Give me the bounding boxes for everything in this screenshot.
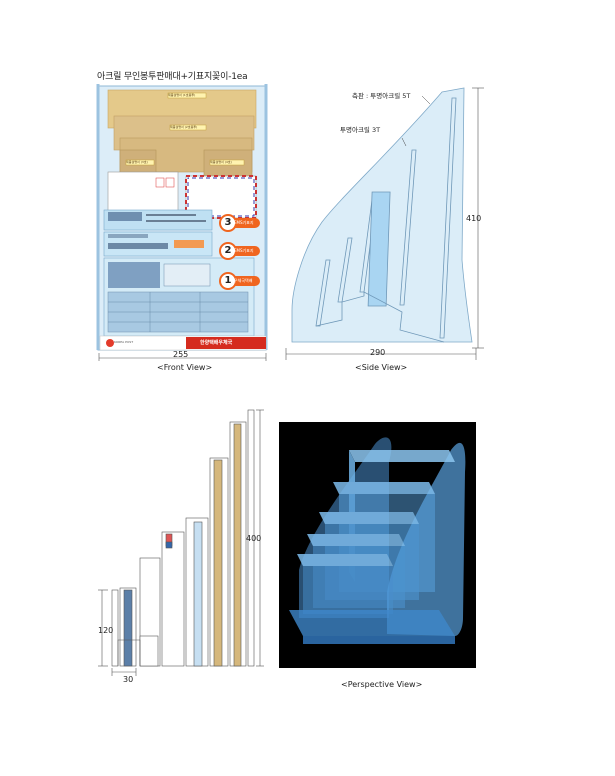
korea-post-logo-icon (106, 339, 114, 347)
side-annotation-front: 투명아크릴 3T (340, 126, 381, 134)
perspective-view-render (279, 422, 476, 668)
section-col-1-insert (123, 589, 133, 667)
section-col-6-insert (233, 423, 242, 667)
pocket-label-3: 제품설명서 (3호) (126, 160, 148, 164)
badge-number-1: 1 (224, 275, 232, 286)
pocket-label-2: 제품설명서 (2호봉투) (170, 125, 198, 129)
section-col-7 (247, 409, 255, 667)
badge-tag-1: 우체국택배 (234, 278, 253, 283)
side-blue-insert (367, 191, 391, 307)
badge-number-3: 3 (224, 217, 232, 228)
front-width-label: 255 (173, 350, 189, 359)
section-view-drawing (98, 409, 264, 676)
badge-2 (219, 242, 260, 260)
section-col-5-insert (213, 459, 223, 667)
section-width-label: 30 (123, 675, 134, 684)
footer-logo-text: KOREA POST (114, 340, 134, 344)
pocket-label-4: 제품설명서 (4호) (210, 160, 232, 164)
perspective-shelf-5 (297, 554, 393, 566)
pocket-tag-2 (169, 124, 207, 131)
badge-tag-3: EMS기표지 (234, 220, 254, 225)
badge-3 (219, 214, 260, 232)
side-shelf-2 (337, 237, 353, 303)
perspective-shelf-2 (333, 482, 435, 494)
badge-tag-2: EMS기표지 (234, 248, 254, 253)
page-title: 아크릴 무인봉투판매대+기표지꽂이-1ea (97, 72, 248, 82)
section-col-3 (161, 531, 185, 667)
side-base-steps (315, 291, 445, 343)
footer-red-band (186, 337, 266, 349)
leader-line-side (421, 95, 431, 105)
side-width-label: 290 (370, 348, 386, 357)
front-view-caption: <Front View> (157, 363, 213, 372)
side-view-caption: <Side View> (355, 363, 408, 372)
perspective-base (289, 610, 455, 636)
front-view-drawing (96, 84, 268, 361)
leader-line-front (401, 137, 407, 147)
side-shelf-5 (439, 97, 457, 339)
perspective-view-caption: <Perspective View> (341, 680, 423, 689)
white-envelope (107, 171, 179, 217)
pocket-tag-4 (209, 159, 245, 166)
section-height-label: 400 (246, 534, 262, 543)
section-col-4-insert (193, 521, 203, 667)
perspective-shelf-4 (307, 534, 405, 546)
side-shelf-1 (315, 259, 331, 327)
badge-number-2: 2 (224, 245, 232, 256)
pocket-label-1: 제품설명서 (1호봉투) (168, 93, 196, 97)
section-small-height-label: 120 (98, 626, 114, 635)
side-annotation-panel: 측판 : 투명아크릴 5T (352, 92, 411, 100)
side-view-drawing (285, 87, 484, 360)
badge-1 (219, 272, 260, 290)
pocket-tag-1 (167, 92, 207, 99)
perspective-shelf-top (349, 450, 455, 462)
footer-brand: 한양택배우체국 (200, 340, 233, 346)
section-col-1-front (111, 589, 119, 667)
side-shelf-4 (399, 149, 417, 306)
pocket-tag-3 (125, 159, 155, 166)
perspective-shelf-3 (319, 512, 419, 524)
side-height-label: 410 (466, 214, 482, 223)
